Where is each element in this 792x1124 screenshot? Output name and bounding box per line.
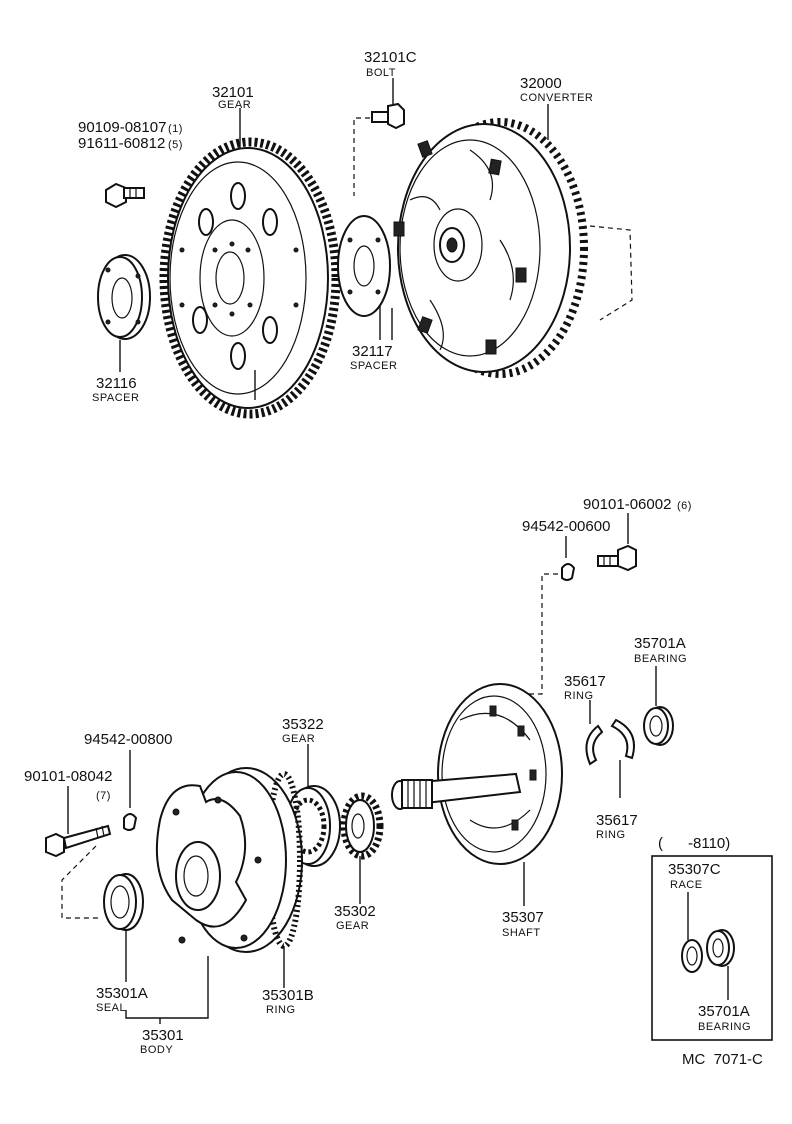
- label-35301b-name: RING: [266, 1004, 296, 1016]
- label-35301-number: 35301: [142, 1027, 184, 1044]
- label-32116-number: 32116: [96, 375, 137, 392]
- flywheel-gear-32101-drawing: [159, 137, 341, 419]
- label-90101-06002-number: 90101-06002: [583, 496, 671, 513]
- label-35301-name: BODY: [140, 1044, 173, 1056]
- washer-94542-00600-drawing: [561, 563, 576, 581]
- inset-bearing-number: 35701A: [698, 1003, 750, 1020]
- washer-94542-00800-drawing: [123, 813, 138, 831]
- label-35322-number: 35322: [282, 716, 324, 733]
- label-94542-00600-number: 94542-00600: [522, 518, 610, 535]
- ring-35617-top-drawing: [585, 724, 604, 766]
- bolt-90101-06002-drawing: [597, 544, 637, 572]
- label-35617-top-number: 35617: [564, 673, 606, 690]
- label-32101c-name: BOLT: [366, 67, 396, 79]
- label-35617-top-name: RING: [564, 690, 594, 702]
- inset-race-drawing: [681, 939, 703, 973]
- label-32000-name: CONVERTER: [520, 92, 593, 104]
- gear-35302-drawing: [340, 792, 384, 860]
- label-35302-number: 35302: [334, 903, 376, 920]
- bearing-35701a-drawing: [643, 706, 674, 746]
- label-94542-00800-number: 94542-00800: [84, 731, 172, 748]
- label-32000-number: 32000: [520, 75, 562, 92]
- inset-bearing-drawing: [706, 929, 735, 967]
- inset-race-number: 35307C: [668, 861, 721, 878]
- ring-35617-bottom-drawing: [610, 718, 635, 760]
- stator-shaft-35307-drawing: [391, 683, 563, 865]
- spacer-32117-drawing: [337, 215, 391, 317]
- label-90109-qty: (1): [168, 123, 183, 135]
- label-91611-number: 91611-60812: [78, 135, 165, 152]
- label-32117-number: 32117: [352, 343, 393, 360]
- seal-35301a-drawing: [103, 873, 144, 931]
- label-35301a-name: SEAL: [96, 1002, 126, 1014]
- label-35701a-top-name: BEARING: [634, 653, 687, 665]
- diagram-code: MC 7071-C: [682, 1051, 763, 1068]
- label-90109-number: 90109-08107: [78, 119, 166, 136]
- labels: 90109-08107 (1) 91611-60812 (5) 32101 GE…: [24, 49, 763, 1068]
- label-35322-name: GEAR: [282, 733, 315, 745]
- label-32116-name: SPACER: [92, 392, 139, 404]
- label-32101-name: GEAR: [218, 99, 251, 111]
- spacer-32116-drawing: [97, 254, 151, 340]
- label-91611-qty: (5): [168, 139, 183, 151]
- label-35301b-number: 35301B: [262, 987, 314, 1004]
- label-35617-bot-number: 35617: [596, 812, 638, 829]
- label-90101-08042-number: 90101-08042: [24, 768, 112, 785]
- label-90101-06002-qty: (6): [677, 500, 692, 512]
- label-35301a-number: 35301A: [96, 985, 148, 1002]
- inset-range: ( -8110): [658, 835, 730, 852]
- label-35307-number: 35307: [502, 909, 544, 926]
- label-32101-number: 32101: [212, 84, 254, 101]
- inset-box: [651, 855, 773, 1041]
- inset-race-name: RACE: [670, 879, 703, 891]
- label-35701a-top-number: 35701A: [634, 635, 686, 652]
- label-35307-name: SHAFT: [502, 927, 541, 939]
- label-32101c-number: 32101C: [364, 49, 417, 66]
- label-35302-name: GEAR: [336, 920, 369, 932]
- label-35617-bot-name: RING: [596, 829, 626, 841]
- inset-bearing-name: BEARING: [698, 1021, 751, 1033]
- bolt-90101-08042-drawing: [45, 824, 112, 858]
- pump-body-35301-drawing: [155, 767, 303, 953]
- label-32117-name: SPACER: [350, 360, 397, 372]
- torque-converter-32000-drawing: [393, 118, 588, 378]
- label-90101-08042-qty: (7): [96, 790, 111, 802]
- bolt-90109-drawing: [105, 182, 145, 209]
- bolt-32101c-drawing: [371, 102, 405, 130]
